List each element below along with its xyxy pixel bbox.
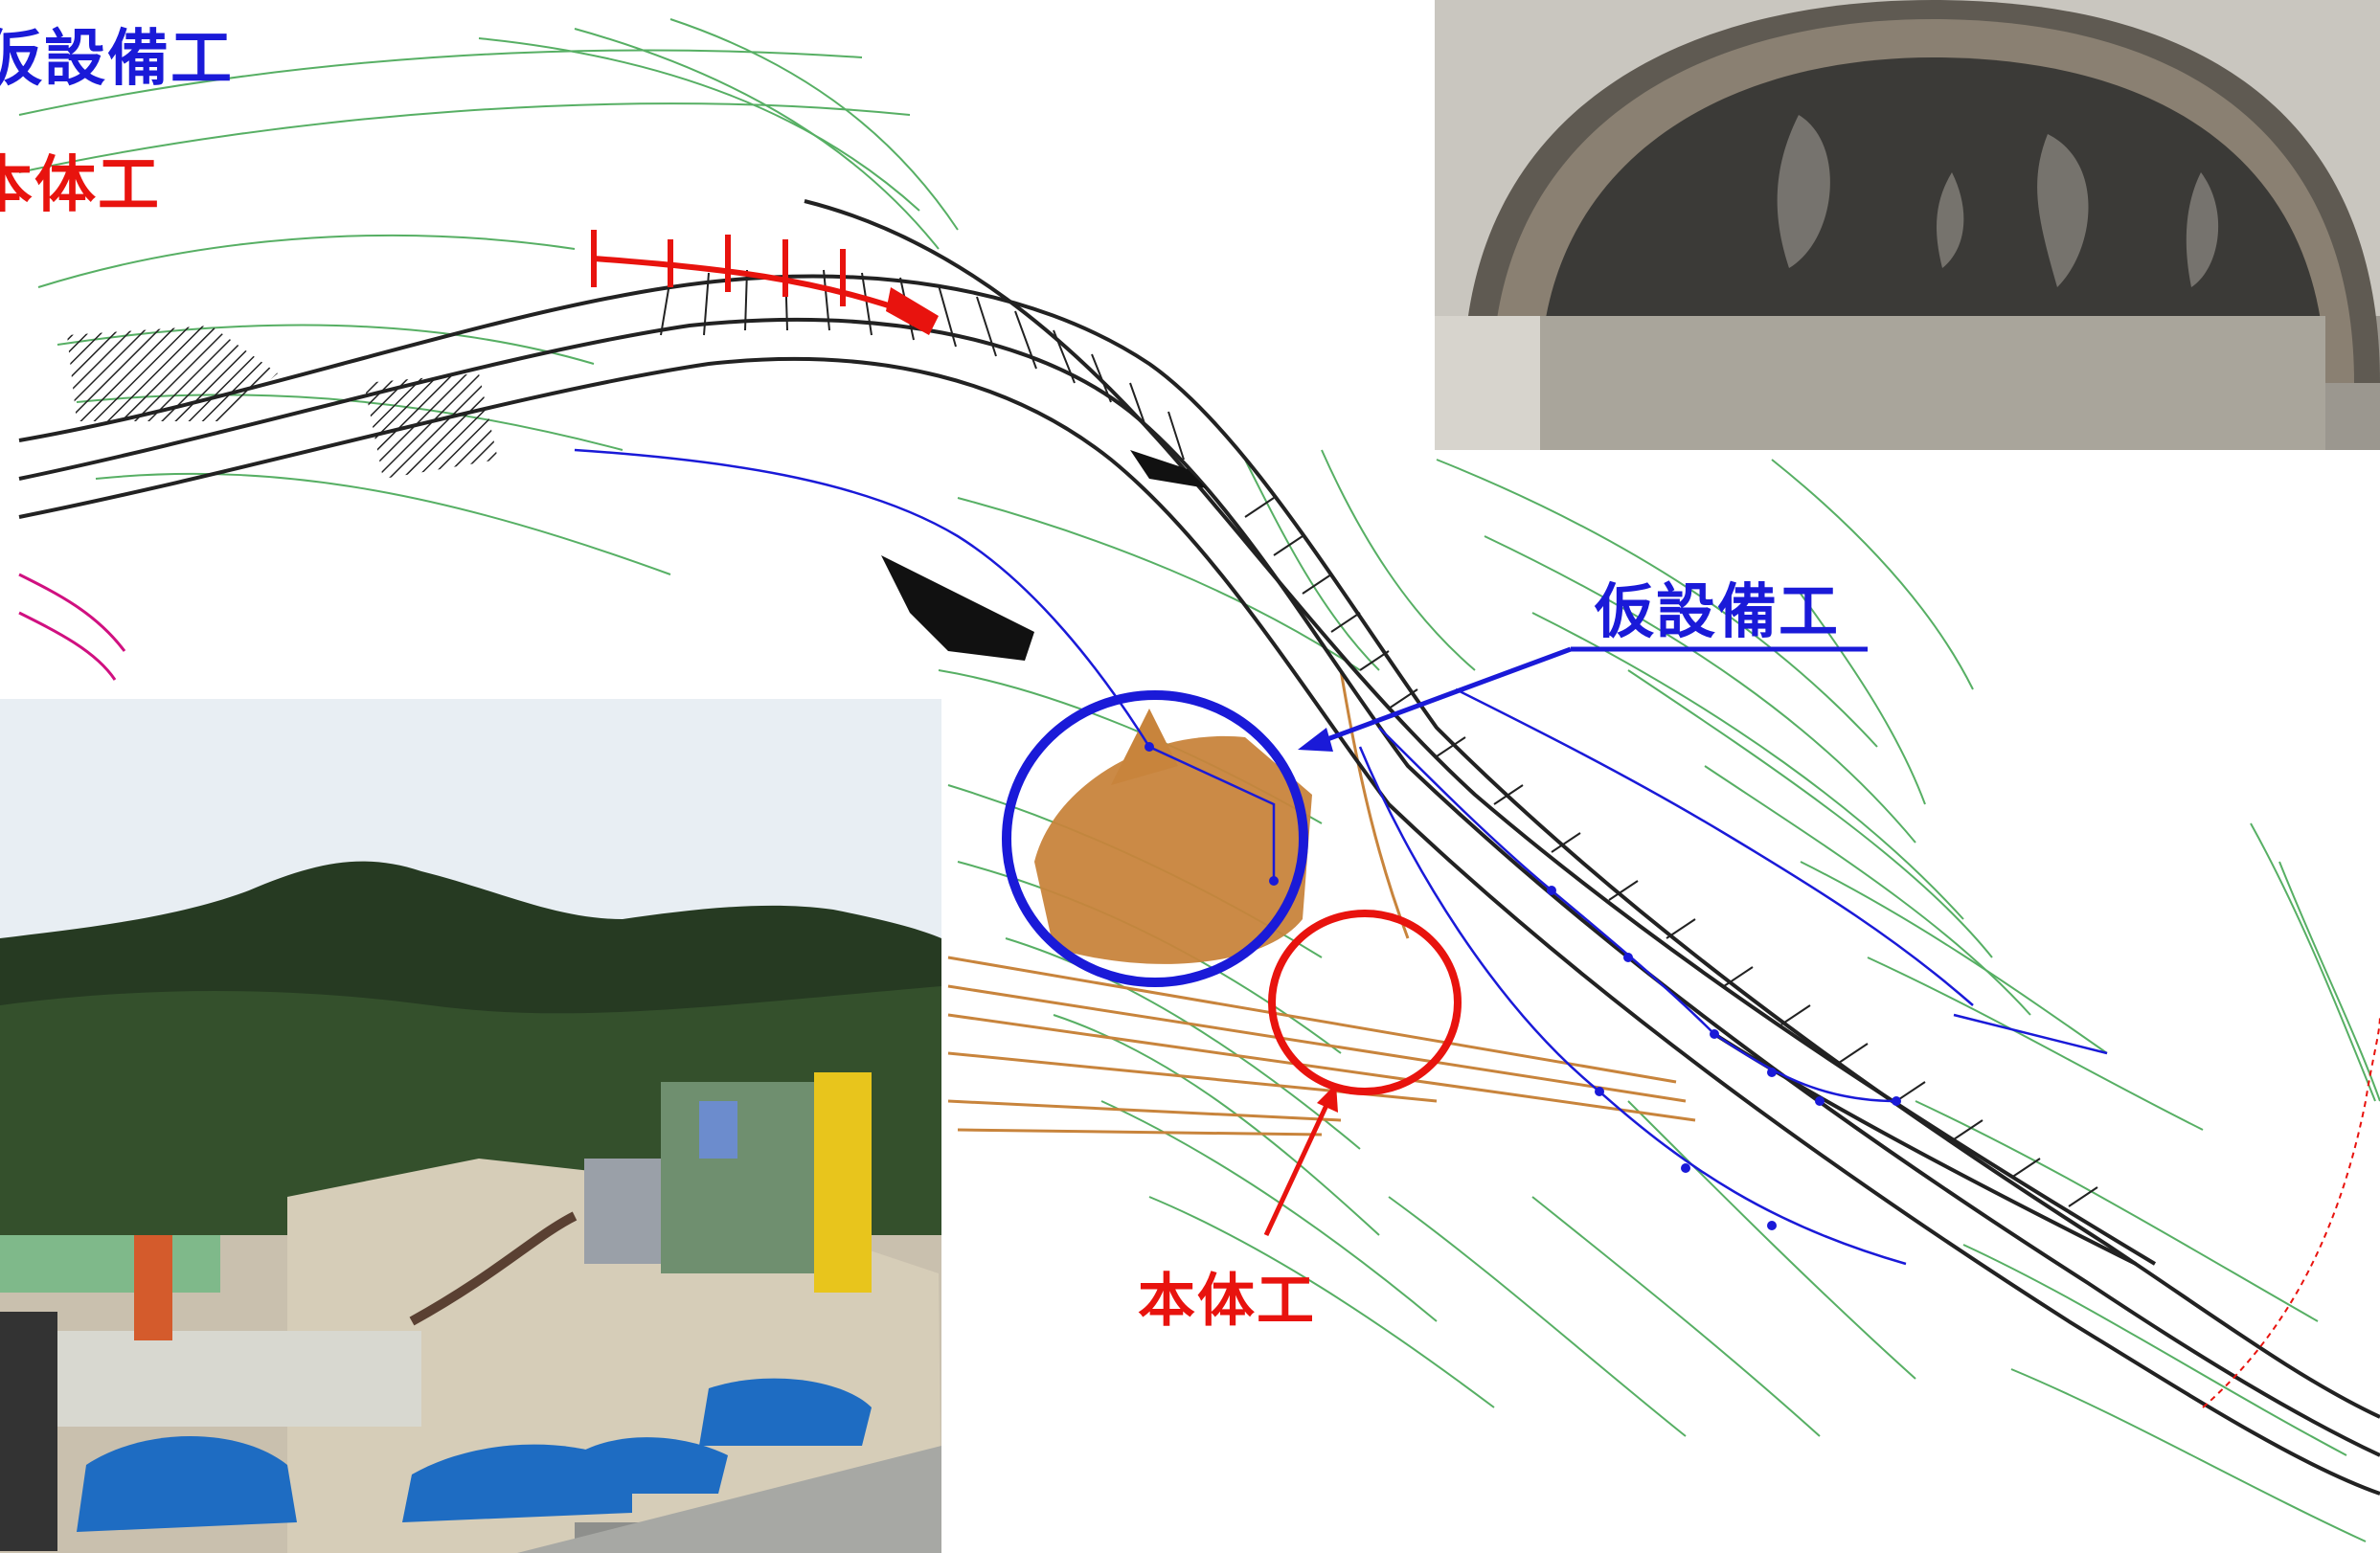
main-works-circle	[1268, 910, 1462, 1095]
main-works-title: 本体工	[0, 150, 161, 221]
construction-site-photo	[0, 699, 941, 1553]
main-works-line-upper	[591, 230, 921, 319]
cut-slope-black	[881, 555, 1034, 661]
temp-works-arrow	[1298, 646, 1868, 752]
tunnel-portal-photo	[1435, 0, 2380, 450]
route-points	[1145, 742, 1901, 1230]
hatched-cut-area-west	[67, 326, 278, 421]
main-works-arrow	[1263, 1084, 1338, 1237]
hatched-cut-area-center	[364, 373, 498, 479]
temp-works-title: 仮設備工	[0, 24, 234, 95]
temp-works-circle	[1002, 690, 1308, 987]
temp-works-callout: 仮設備工	[1595, 576, 1841, 646]
road-alignment	[18, 199, 2380, 1496]
main-works-callout: 本体工	[1138, 1268, 1316, 1335]
